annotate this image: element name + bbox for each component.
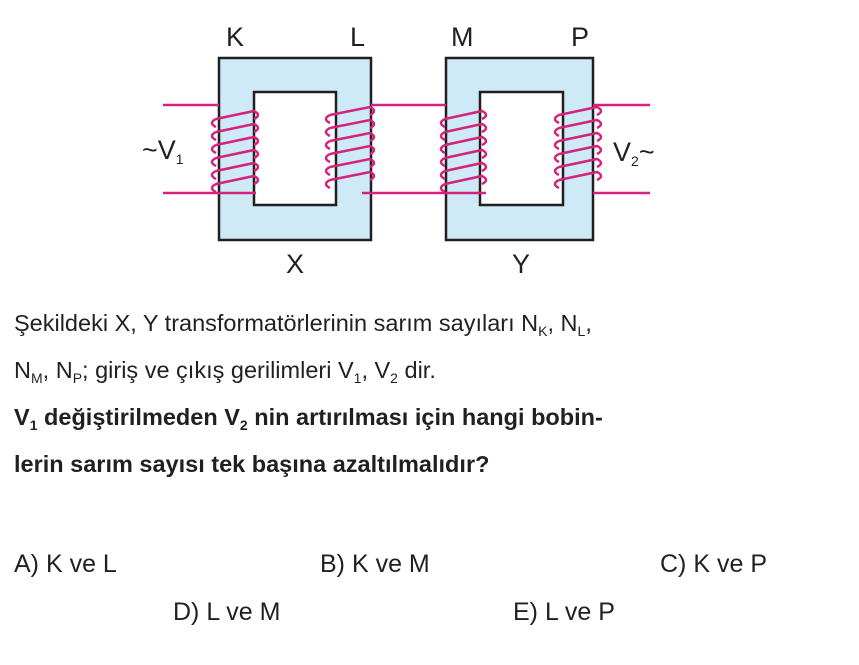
option-a[interactable]: A) K ve L [14, 550, 117, 578]
label-m: M [451, 22, 474, 52]
label-y: Y [512, 249, 531, 279]
question-line-1: Şekildeki X, Y transformatörlerinin sarı… [14, 310, 592, 339]
label-v1: ~V1 [142, 135, 184, 167]
core-x [217, 56, 373, 242]
coil-turn [210, 174, 260, 194]
coil-turn [210, 109, 260, 129]
coil-turn [210, 122, 260, 142]
transformer-diagram [163, 56, 650, 242]
coil-turn [324, 144, 376, 164]
coil-turn [210, 135, 260, 155]
coils [210, 105, 603, 194]
coil-turn [439, 109, 488, 129]
coil-turn [439, 122, 488, 142]
coil-turn [553, 131, 603, 151]
question-line-4: lerin sarım sayısı tek başına azaltılmal… [14, 451, 490, 477]
label-x: X [286, 249, 305, 279]
coil-turn [553, 118, 603, 138]
coil-k [210, 109, 260, 194]
option-e[interactable]: E) L ve P [513, 598, 615, 626]
label-v2: V2~ [613, 137, 655, 169]
label-p: P [571, 22, 590, 52]
coil-turn [210, 148, 260, 168]
question-line-3: V1 değiştirilmeden V2 nin artırılması iç… [14, 404, 603, 433]
coil-turn [553, 170, 603, 190]
coil-turn [210, 161, 260, 181]
wires [163, 103, 650, 195]
coil-turn [439, 174, 488, 194]
coil-turn [324, 105, 376, 125]
coil-turn [439, 148, 488, 168]
option-d[interactable]: D) L ve M [173, 598, 281, 626]
coil-m [439, 109, 488, 194]
coil-turn [553, 144, 603, 164]
coil-turn [439, 161, 488, 181]
coil-turn [439, 135, 488, 155]
coil-p [553, 105, 603, 190]
label-l: L [350, 22, 366, 52]
option-b[interactable]: B) K ve M [320, 550, 430, 578]
option-c[interactable]: C) K ve P [660, 550, 767, 578]
coil-l [324, 105, 376, 190]
coil-turn [553, 105, 603, 125]
question-line-2: NM, NP; giriş ve çıkış gerilimleri V1, V… [14, 357, 436, 386]
coil-turn [324, 118, 376, 138]
label-k: K [226, 22, 245, 52]
coil-turn [324, 170, 376, 190]
coil-turn [324, 131, 376, 151]
coil-turn [324, 157, 376, 177]
coil-turn [553, 157, 603, 177]
core-y [444, 56, 595, 242]
